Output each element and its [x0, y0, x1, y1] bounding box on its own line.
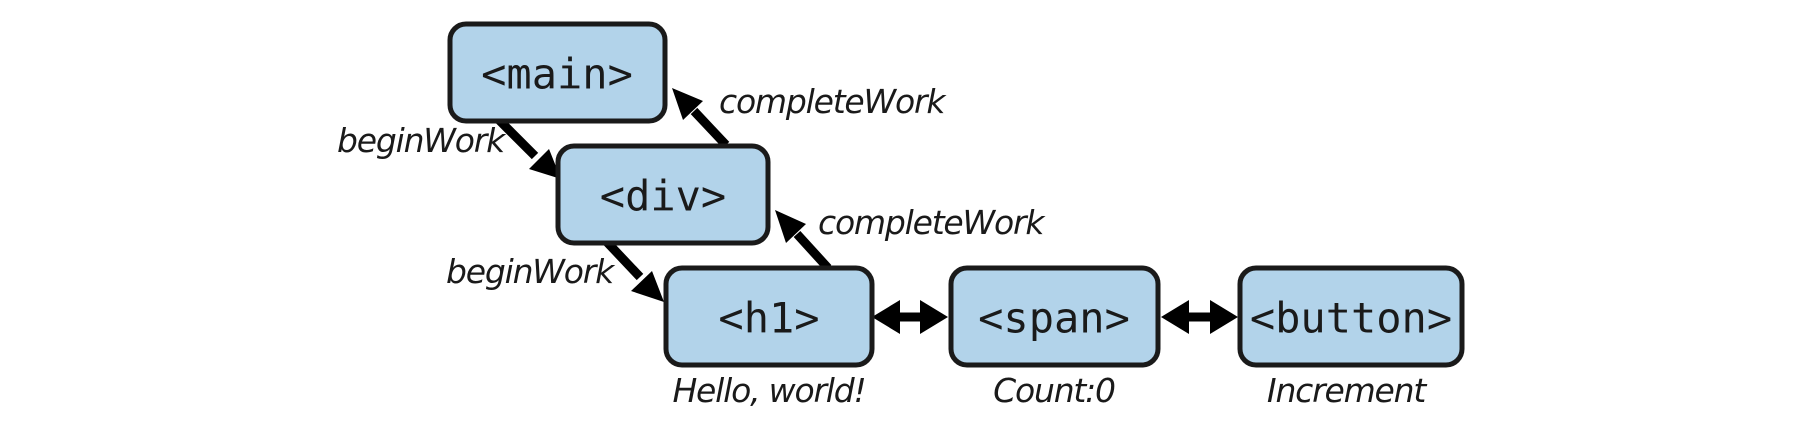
begin-work-label-div-h1: beginWork: [446, 252, 616, 291]
node-button-label: <button>: [1250, 294, 1452, 343]
complete-work-label-div-main: completeWork: [719, 82, 947, 121]
node-main: <main>: [447, 21, 668, 124]
node-button: <button>: [1237, 265, 1465, 368]
sibling-arrow-span-button: [1161, 300, 1238, 334]
node-h1: <h1>: [663, 265, 875, 368]
complete-work-label-h1-div: completeWork: [818, 203, 1046, 242]
begin-work-label-main-div: beginWork: [337, 121, 507, 160]
complete-work-arrow-h1-to-div: [775, 210, 832, 272]
node-div-label: <div>: [600, 172, 726, 221]
caption-h1: Hello, world!: [672, 371, 865, 410]
node-div: <div>: [555, 143, 771, 246]
caption-button: Increment: [1267, 371, 1427, 410]
node-h1-label: <h1>: [718, 294, 819, 343]
begin-work-arrow-div-to-h1: [601, 236, 664, 302]
sibling-arrow-h1-span: [872, 300, 948, 334]
node-span: <span>: [948, 265, 1161, 368]
node-span-label: <span>: [978, 294, 1130, 343]
caption-span: Count:0: [993, 371, 1115, 410]
complete-work-arrow-div-to-main: [672, 88, 730, 149]
begin-work-arrow-main-to-div: [493, 114, 561, 179]
node-main-label: <main>: [481, 50, 633, 99]
